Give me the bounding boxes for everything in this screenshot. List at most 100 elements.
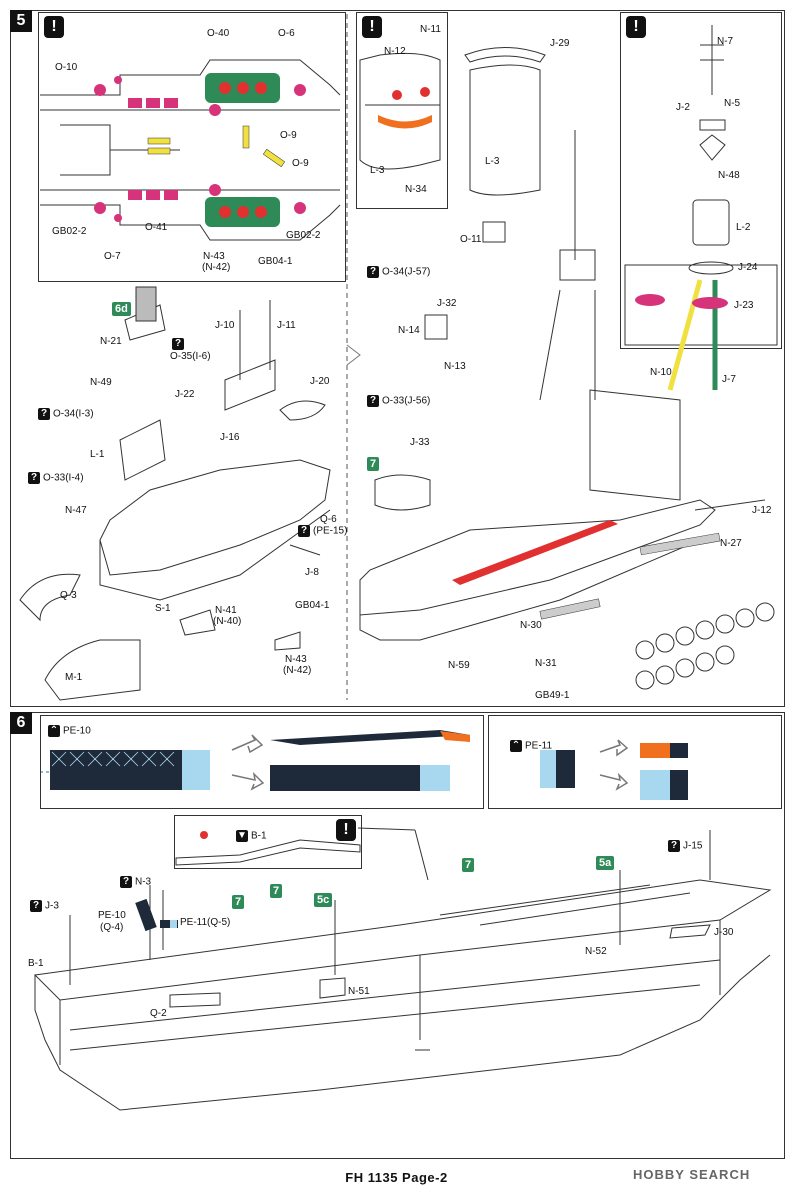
pe10-label: ⌃PE-10 [48,725,91,737]
part-label-O-33: ?O-33(I-4) [28,472,84,484]
part-label-N-30: N-30 [520,620,542,631]
part-label-N-10: N-10 [650,367,672,378]
part-label-N-11: N-11 [420,24,441,35]
warning-icon: ! [362,16,382,38]
part-label-O-9: O-9 [280,130,297,141]
part-label-Q-2: Q-2 [150,1008,167,1019]
part-label-J-24: J-24 [738,262,758,273]
question-icon: ? [367,266,379,278]
part-label-N-42: (N-42) [202,262,231,273]
subassembly-badge-7: 7 [232,895,245,909]
part-label-O-33-J56: ?O-33(J-56) [367,395,430,407]
part-label-J-2: J-2 [676,102,690,113]
part-label-B-1-callout: ▼B-1 [236,830,267,842]
part-label-L-3: L-3 [485,156,500,167]
step6-pe10-box [40,715,484,809]
part-label-J-32: J-32 [437,298,457,309]
part-label-N-51: N-51 [348,986,370,997]
step6-number: 6 [10,712,32,734]
part-label-N-14: N-14 [398,325,420,336]
subassembly-badge-7: 7 [367,457,380,471]
part-label-S-1: S-1 [155,603,171,614]
part-label-GB02-2: GB02-2 [52,226,87,237]
part-label-PE-15: ?(PE-15) [298,525,347,537]
part-label-O-10: O-10 [55,62,78,73]
part-label-PE-11-Q5: PE-11(Q-5) [180,917,231,928]
question-icon: ? [28,472,40,484]
part-label-J-29: J-29 [550,38,570,49]
step6-frame [10,712,785,1159]
part-label-N-41: N-41 [215,605,237,616]
flip-icon: ⌃ [48,725,60,737]
part-label-J-22: J-22 [175,389,195,400]
part-label-GB04-1: GB04-1 [295,600,330,611]
glue-icon: ▼ [236,830,248,842]
part-label-O-7: O-7 [104,251,121,262]
part-label-O-34: ?O-34(I-3) [38,408,94,420]
question-icon: ? [30,900,42,912]
part-label-N-40: (N-40) [213,616,242,627]
part-label-J-7: J-7 [722,374,736,385]
part-label-N-49: N-49 [90,377,112,388]
part-label-GB02-2: GB02-2 [286,230,321,241]
part-label-O-35-text: O-35(I-6) [170,351,211,362]
step6-pe11-box [488,715,782,809]
subassembly-badge-5a: 5a [596,856,615,870]
question-icon: ? [367,395,379,407]
subassembly-badge-5c: 5c [314,893,333,907]
part-label-J-10: J-10 [215,320,235,331]
step6-callout-b1-box [174,815,362,869]
part-label-J-3: ?J-3 [30,900,59,912]
subassembly-badge-7: 7 [270,884,283,898]
watermark-logo: HOBBY SEARCH [633,1167,751,1182]
step5-callout-deck-box [38,12,346,282]
question-icon: ? [38,408,50,420]
part-label-B-1: B-1 [28,958,44,969]
part-label-GB49-1: GB49-1 [535,690,570,701]
part-label-N-43: N-43 [203,251,225,262]
part-label-J-30: J-30 [714,927,734,938]
part-label-J-8: J-8 [305,567,319,578]
part-label-O-41: O-41 [145,222,168,233]
warning-icon: ! [626,16,646,38]
step5-callout-funnel-box [356,12,448,209]
part-label-N-5: N-5 [724,98,741,109]
part-label-N-31: N-31 [535,658,557,669]
part-label-N-21: N-21 [100,336,122,347]
part-label-N-42: (N-42) [283,665,312,676]
part-label-Q-4: (Q-4) [100,922,124,933]
part-label-N-3: ?N-3 [120,876,151,888]
question-icon: ? [668,840,680,852]
part-label-J-11: J-11 [277,320,296,331]
part-label-N-34: N-34 [405,184,427,195]
part-label-N-59: N-59 [448,660,470,671]
question-icon: ? [172,338,184,350]
part-label-J-12: J-12 [752,505,772,516]
part-label-O-40: O-40 [207,28,230,39]
step5-number: 5 [10,10,32,32]
part-label-J-15: ?J-15 [668,840,702,852]
part-label-Q-3: Q-3 [60,590,77,601]
warning-icon: ! [336,819,356,841]
pe11-label: ⌃PE-11 [510,740,553,752]
part-label-J-33: J-33 [410,437,430,448]
step5-frame [10,10,785,707]
part-label-O-9: O-9 [292,158,309,169]
warning-icon: ! [44,16,64,38]
step5-callout-mast-box [620,12,782,349]
part-label-N-7: N-7 [717,36,734,47]
part-label-N-47: N-47 [65,505,87,516]
part-label-PE-10: PE-10 [98,910,126,921]
part-label-O-11: O-11 [460,234,482,245]
flip-icon: ⌃ [510,740,522,752]
page-footer: FH 1135 Page-2 [345,1170,448,1185]
part-label-L-2: L-2 [736,222,751,233]
part-label-O-6: O-6 [278,28,295,39]
question-icon: ? [298,525,310,537]
part-label-L-1: L-1 [90,449,105,460]
part-label-J-20: J-20 [310,376,330,387]
part-label-N-52: N-52 [585,946,607,957]
part-label-N-27: N-27 [720,538,742,549]
part-label-M-1: M-1 [65,672,83,683]
